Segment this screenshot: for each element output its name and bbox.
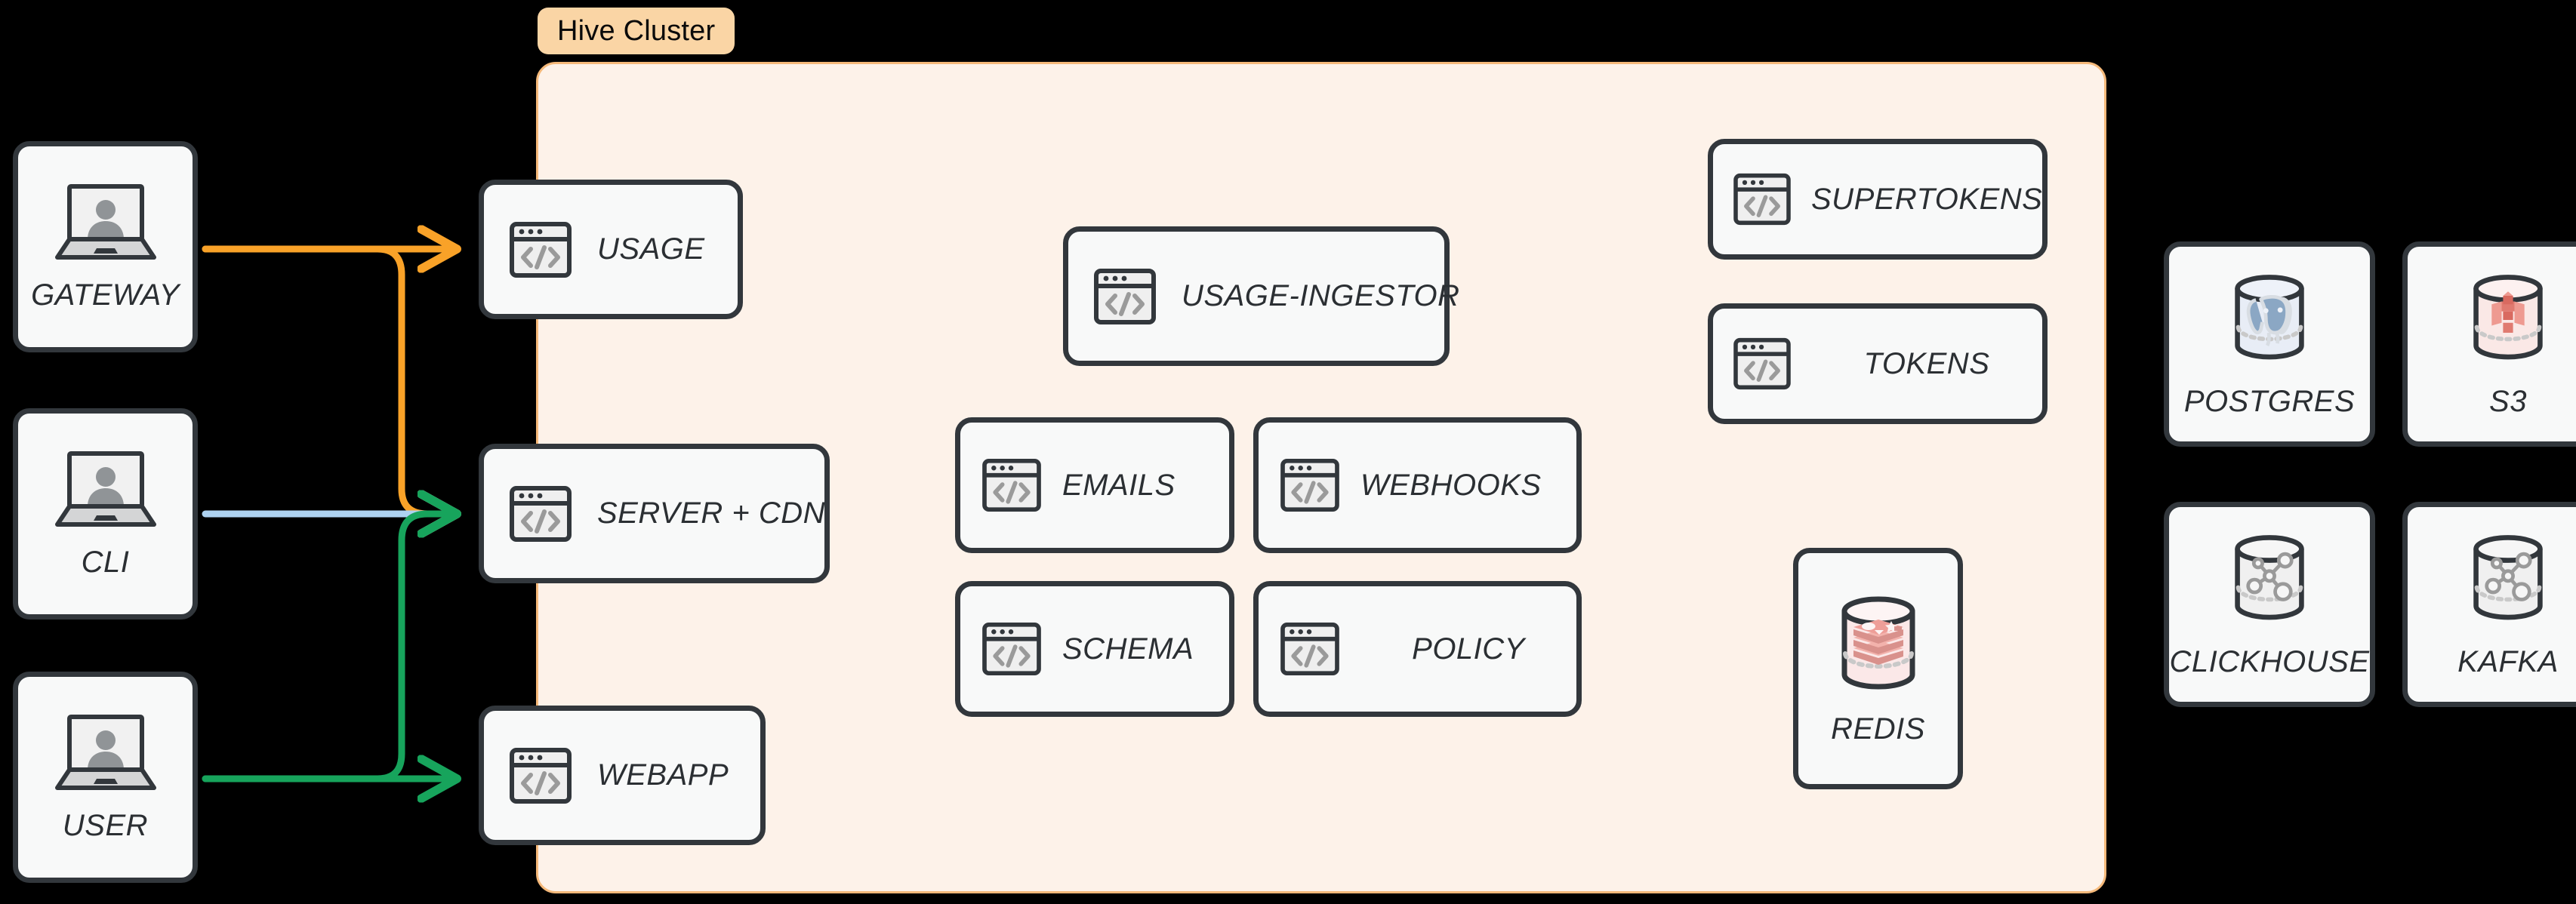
- service-policy[interactable]: POLICY: [1253, 581, 1582, 717]
- service-label: TOKENS: [1863, 346, 1990, 380]
- code-window-icon: [484, 221, 597, 278]
- service-label: USAGE-INGESTOR: [1182, 279, 1460, 312]
- service-supertokens[interactable]: SUPERTOKENS: [1708, 139, 2048, 260]
- datastore-postgres[interactable]: POSTGRES: [2164, 241, 2375, 447]
- code-window-icon: [1259, 458, 1360, 512]
- service-label: USAGE: [597, 232, 705, 266]
- s3-cylinder-icon: [2454, 270, 2562, 370]
- service-label: SUPERTOKENS: [1811, 182, 2043, 216]
- code-window-icon: [960, 458, 1062, 512]
- client-node-label: CLI: [81, 545, 130, 579]
- service-webhooks[interactable]: WEBHOOKS: [1253, 417, 1582, 553]
- service-usage[interactable]: USAGE: [479, 180, 743, 319]
- hive-cluster-badge: Hive Cluster: [538, 8, 735, 54]
- client-node-label: GATEWAY: [31, 278, 180, 312]
- service-usage-ingestor[interactable]: USAGE-INGESTOR: [1063, 226, 1459, 366]
- datastore-label: S3: [2489, 384, 2527, 418]
- datastore-redis[interactable]: REDIS: [1793, 548, 1963, 789]
- client-node-label: USER: [62, 808, 149, 842]
- service-label: EMAILS: [1062, 468, 1176, 502]
- service-schema[interactable]: SCHEMA: [955, 581, 1234, 717]
- datastore-label: CLICKHOUSE: [2169, 644, 2370, 678]
- code-window-icon: [1713, 337, 1811, 390]
- service-tokens[interactable]: TOKENS: [1708, 303, 2048, 424]
- datastore-kafka[interactable]: KAFKA: [2402, 502, 2576, 707]
- datastore-label: KAFKA: [2457, 644, 2559, 678]
- service-emails[interactable]: EMAILS: [955, 417, 1234, 553]
- service-label: WEBHOOKS: [1360, 468, 1542, 502]
- redis-cylinder-icon: [1822, 592, 1935, 697]
- service-server-cdn[interactable]: SERVER + CDN: [479, 444, 830, 583]
- code-window-icon: [1259, 622, 1360, 676]
- code-window-icon: [484, 485, 597, 543]
- code-window-icon: [1713, 173, 1811, 226]
- clickhouse-cylinder-icon: [2216, 530, 2323, 630]
- service-webapp[interactable]: WEBAPP: [479, 706, 766, 845]
- hive-cluster-badge-label: Hive Cluster: [557, 14, 716, 47]
- kafka-cylinder-icon: [2454, 530, 2562, 630]
- service-label: SCHEMA: [1062, 632, 1194, 666]
- laptop-user-icon: [53, 182, 159, 263]
- service-label: WEBAPP: [597, 758, 729, 792]
- connector-gateway-to-server-cdn: [202, 245, 453, 514]
- service-label: POLICY: [1412, 632, 1525, 666]
- service-label: SERVER + CDN: [597, 497, 826, 530]
- connector-user-to-server-cdn: [202, 514, 453, 783]
- code-window-icon: [960, 622, 1062, 676]
- laptop-user-icon: [53, 712, 159, 794]
- postgres-cylinder-icon: [2216, 270, 2323, 370]
- code-window-icon: [1068, 268, 1182, 325]
- laptop-user-icon: [53, 449, 159, 530]
- datastore-label: POSTGRES: [2183, 384, 2356, 418]
- datastore-clickhouse[interactable]: CLICKHOUSE: [2164, 502, 2375, 707]
- datastore-label: REDIS: [1831, 712, 1925, 746]
- client-node-user[interactable]: USER: [13, 672, 198, 883]
- client-node-gateway[interactable]: GATEWAY: [13, 141, 198, 352]
- datastore-s3[interactable]: S3: [2402, 241, 2576, 447]
- client-node-cli[interactable]: CLI: [13, 408, 198, 620]
- code-window-icon: [484, 747, 597, 804]
